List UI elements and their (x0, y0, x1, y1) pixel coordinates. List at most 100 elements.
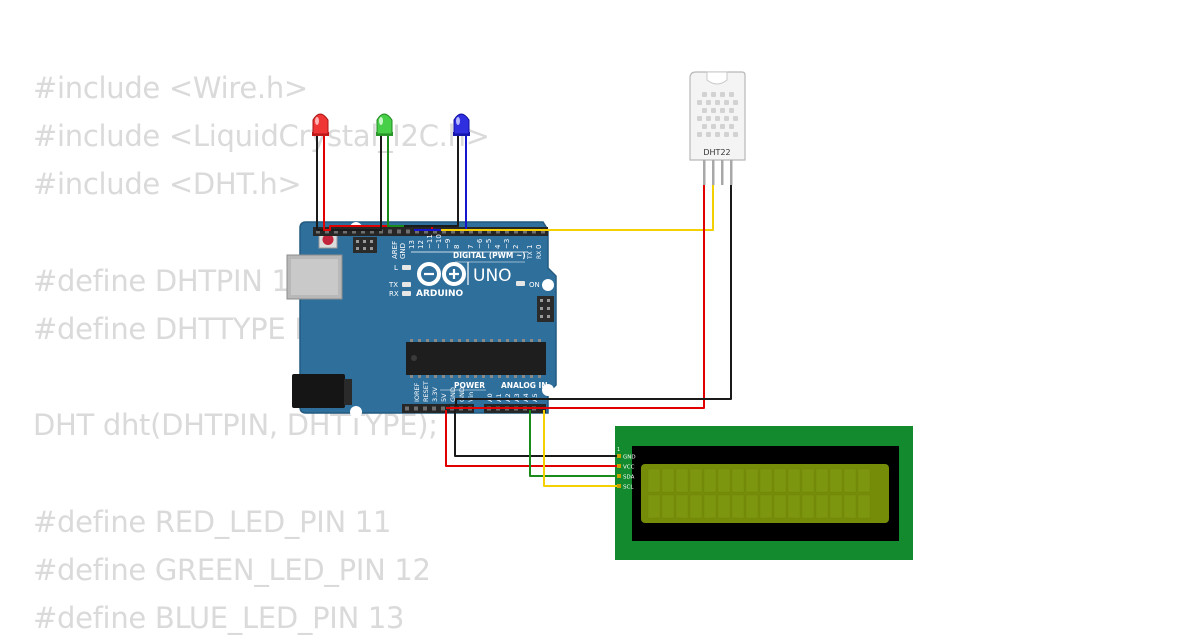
atmega-chip (406, 339, 546, 378)
pin-1-label: 1 (526, 245, 534, 249)
pin-11-label: ~11 (426, 234, 434, 249)
power-header-label: POWER (454, 381, 485, 390)
led-l (402, 265, 411, 270)
wire-lcd-sda (529, 410, 617, 477)
wire-red-led-cathode (316, 136, 382, 231)
green-led[interactable] (376, 113, 393, 136)
lcd-i2c-pins (617, 454, 621, 488)
power-jack-side (344, 379, 352, 405)
dht22-pins (703, 160, 733, 185)
rx-pin-label: RX (536, 251, 543, 259)
lcd-pin1-label: 1 (617, 447, 620, 453)
uno-label: UNO (473, 266, 512, 286)
code-line: #define BLUE_LED_PIN 13 (33, 601, 405, 636)
code-line: DHT dht(DHTPIN, DHTTYPE); (33, 408, 438, 443)
led-tx (402, 282, 411, 287)
code-listing: #include <Wire.h> #include <LiquidCrystal… (33, 64, 490, 642)
pin-10-label: ~10 (435, 234, 443, 249)
wire-lcd-scl (543, 410, 617, 487)
wire-lcd-gnd (454, 410, 617, 457)
wire-dht22-data (441, 185, 714, 231)
reset-button[interactable] (322, 234, 334, 245)
a2-label: A2 (504, 393, 512, 402)
pin-4-label: 4 (494, 244, 502, 249)
dht22-vent-grid (697, 92, 738, 137)
red-led-highlight (315, 117, 319, 125)
lcd-gnd-label: GND (623, 455, 636, 461)
led-tx-label: TX (388, 281, 398, 289)
digital-header-label: DIGITAL (PWM ~) (453, 251, 526, 260)
digital-header-pins (316, 229, 545, 234)
lcd-character-grid (647, 468, 871, 519)
pin-3-label: ~3 (503, 239, 511, 249)
wire-dht22-gnd (455, 185, 732, 406)
a0-label: A0 (486, 393, 494, 402)
blue-led-dome (453, 113, 470, 135)
blue-led[interactable] (453, 113, 470, 136)
arduino-logo (417, 262, 466, 286)
arduino-uno-board[interactable]: AREF GND 13 12 ~11 ~10 ~9 8 7 ~6 ~5 4 ~3… (286, 221, 557, 418)
arduino-logo-symbols (424, 269, 459, 279)
3v3-label: 3.3V (431, 387, 439, 402)
code-line: #include <LiquidCrystal_I2C.h> (33, 119, 490, 154)
wire-dht22-vcc (446, 185, 705, 409)
lcd-sda-label: SDA (623, 475, 635, 481)
code-line: #include <Wire.h> (33, 71, 308, 105)
pin-6-label: ~6 (476, 238, 484, 249)
vin-label: Vin (467, 392, 475, 402)
5v-label: 5V (440, 393, 448, 402)
reset-pin-label: RESET (422, 381, 430, 402)
wire-lcd-vcc (445, 410, 617, 467)
pin-7-label: 7 (467, 245, 475, 249)
gnd-1-label: GND (449, 387, 457, 402)
wire-red-led-anode (323, 136, 433, 231)
a5-label: A5 (531, 393, 539, 402)
gnd-label: GND (399, 243, 407, 259)
mount-hole-bottom-right (542, 384, 554, 396)
lcd-scl-label: SCL (623, 485, 634, 491)
mount-hole-bottom-left (350, 406, 362, 418)
pin-9-label: ~9 (444, 239, 452, 249)
mount-hole-top-right (542, 279, 554, 291)
green-led-highlight (379, 117, 383, 125)
code-line: #define RED_LED_PIN 11 (33, 504, 392, 539)
pin-8-label: 8 (453, 245, 461, 249)
led-on (516, 281, 525, 286)
blue-led-highlight (456, 117, 460, 125)
a3-label: A3 (513, 393, 521, 402)
power-jack (292, 374, 345, 408)
pin-12-label: 12 (417, 240, 425, 249)
green-led-dome (376, 113, 393, 135)
ioref-label: IOREF (413, 382, 421, 402)
led-rx-label: RX (389, 290, 399, 298)
usb-connector-inner (291, 259, 338, 295)
led-rx (402, 291, 411, 296)
lcd-16x2-i2c[interactable]: 1 GND VCC SDA SCL (615, 426, 913, 560)
wire-green-led-anode (387, 136, 423, 227)
led-on-label: ON (529, 281, 540, 289)
red-led-dome (312, 113, 329, 135)
pin-2-label: 2 (512, 245, 520, 249)
code-line: #include <DHT.h> (33, 167, 302, 202)
arduino-brand-label: ARDUINO (416, 289, 464, 299)
analog-header-label: ANALOG IN (501, 381, 548, 390)
code-line: #define GREEN_LED_PIN 12 (33, 552, 431, 587)
icsp-header-right (537, 296, 554, 322)
digital-header (313, 227, 548, 236)
pin-13-label: 13 (408, 240, 416, 249)
dht22-mount-notch (706, 71, 728, 85)
dht22-sensor[interactable]: DHT22 (689, 71, 746, 185)
aref-label: AREF (391, 241, 399, 259)
icsp-header-top (353, 237, 377, 253)
pin-0-label: 0 (535, 245, 543, 249)
pin-5-label: ~5 (485, 239, 493, 249)
a1-label: A1 (495, 393, 503, 402)
tx-pin-label: TX (527, 251, 534, 260)
gnd-2-label: GND (458, 387, 466, 402)
red-led[interactable] (312, 113, 329, 136)
wire-blue-led-cathode (404, 136, 459, 227)
power-header (402, 404, 474, 413)
a4-label: A4 (522, 393, 530, 402)
led-l-label: L (394, 264, 398, 272)
